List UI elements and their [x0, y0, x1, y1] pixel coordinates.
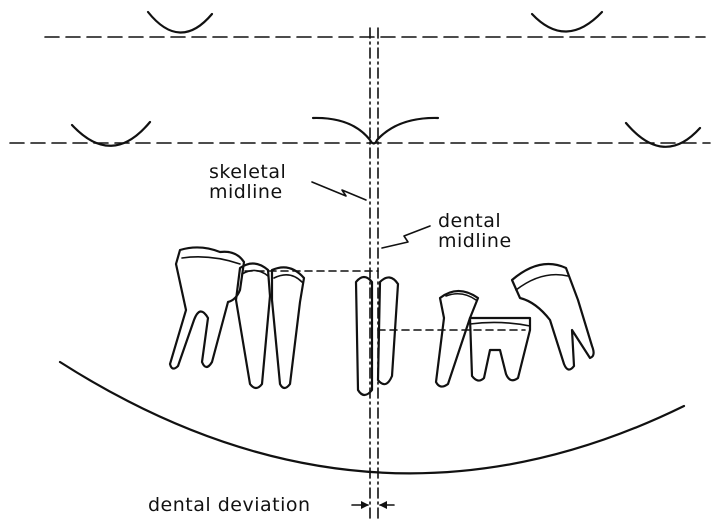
deviation-arrow-right-head [379, 501, 387, 509]
right-primary-molar [470, 318, 530, 381]
left-molar [170, 247, 244, 368]
central-incisors [356, 277, 398, 395]
upper-right-arc [532, 12, 602, 32]
dental-deviation-label: dental deviation [148, 494, 311, 516]
deviation-arrow-left-head [361, 501, 369, 509]
dental-midline-label-line2: midline [438, 230, 512, 252]
dental-midline-leader [382, 226, 430, 248]
left-premolar-second [272, 267, 304, 388]
nasal-spine-cusp [313, 118, 438, 144]
upper-left-arc [148, 12, 212, 33]
dental-midline-label-line1: dental [438, 210, 501, 232]
skeletal-midline-label-line2: midline [209, 181, 283, 203]
skeletal-midline-leader [312, 182, 366, 200]
skeletal-midline-label-line1: skeletal [209, 161, 286, 183]
